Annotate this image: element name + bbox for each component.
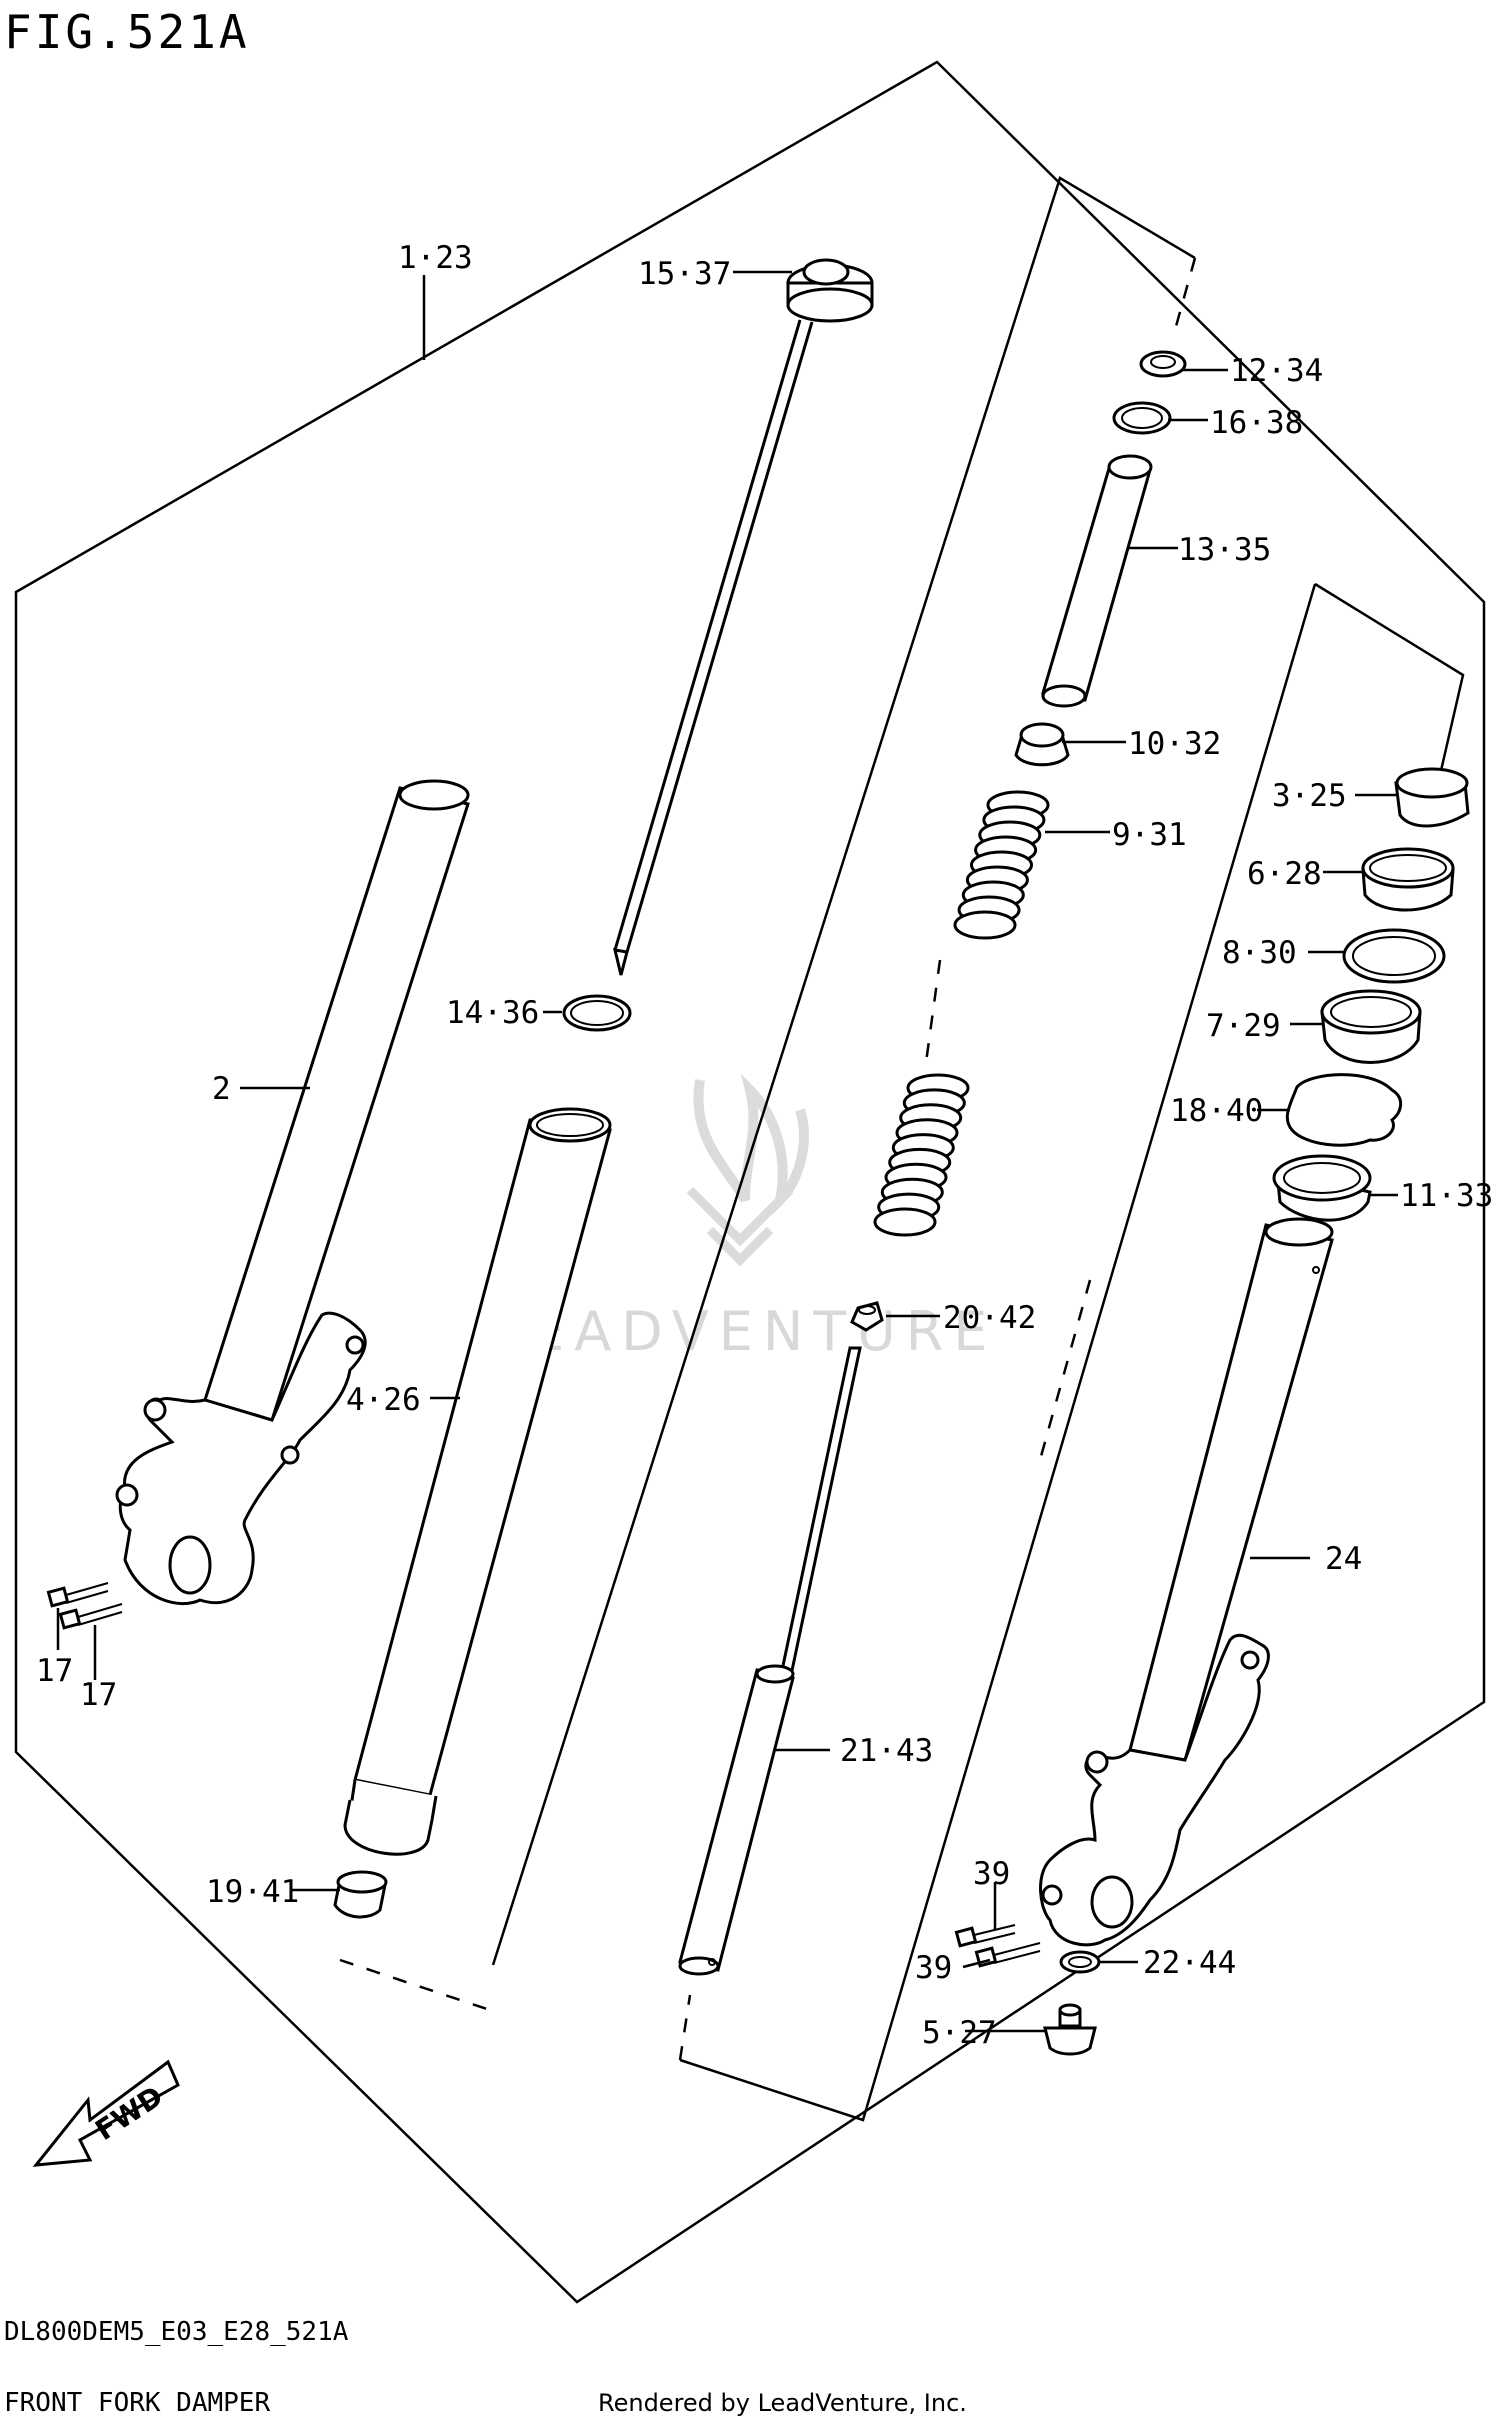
callout-8-30: 8·30	[1222, 935, 1297, 971]
diagram-caption: FRONT FORK DAMPER	[4, 2388, 270, 2418]
leader-lines	[56, 270, 1398, 2033]
callout-15-37: 15·37	[638, 256, 731, 292]
part-3-25-guide-bushing	[1394, 767, 1470, 828]
callout-22-44: 22·44	[1143, 1945, 1236, 1981]
figure-title: FIG.521A	[4, 5, 250, 59]
callout-4-26: 4·26	[346, 1382, 421, 1418]
callout-7-29: 7·29	[1206, 1008, 1281, 1044]
part-4-26-inner-tube	[343, 1107, 612, 1856]
part-2-outer-tube-left	[115, 779, 470, 1606]
render-credit: Rendered by LeadVenture, Inc.	[598, 2389, 967, 2417]
part-10-32-spring-seat	[1014, 722, 1070, 767]
spring-coil	[873, 1207, 937, 1237]
part-11-33-dust-seal	[1272, 1154, 1372, 1222]
callout-24: 24	[1325, 1541, 1362, 1577]
callout-19-41: 19·41	[206, 1874, 299, 1910]
callout-11-33: 11·33	[1400, 1178, 1493, 1214]
callout-labels: 1·23 15·37 12·34 16·38 13·35 10·32 9·31 …	[36, 240, 1493, 2051]
damper-group-boundary	[1314, 582, 1465, 776]
part-24-outer-tube-right	[1039, 1217, 1334, 1947]
callout-14-36: 14·36	[446, 995, 539, 1031]
callout-2: 2	[212, 1071, 231, 1107]
callout-18-40: 18·40	[1170, 1093, 1263, 1129]
callout-17-a: 17	[36, 1653, 73, 1689]
watermark-text: LEADVENTURE	[490, 1300, 997, 1363]
fwd-direction-arrow: FWD	[32, 2059, 180, 2167]
part-fork-cap-bolt	[613, 258, 874, 976]
callout-17-b: 17	[80, 1677, 117, 1713]
spring-coil	[953, 910, 1017, 940]
part-20-42-lock-nut	[850, 1301, 884, 1332]
callout-9-31: 9·31	[1112, 817, 1187, 853]
part-13-35-spacer-tube	[1041, 454, 1153, 708]
damper-group-middle-dashed	[1038, 1279, 1092, 1461]
part-16-38-ring	[1112, 401, 1172, 435]
callout-21-43: 21·43	[840, 1733, 933, 1769]
damper-group-left-edge	[679, 583, 1317, 2122]
part-14-36-o-ring	[562, 994, 632, 1032]
part-9-31-fork-spring	[953, 790, 1050, 940]
part-9-31-fork-spring-lower	[873, 1073, 970, 1237]
inner-tube-group-boundary	[491, 176, 1196, 1966]
part-17-bolt-b	[58, 1603, 123, 1630]
outer-tube-group-bottom-dashed	[339, 1958, 491, 2012]
callout-5-27: 5·27	[922, 2015, 997, 2051]
part-39-bolt-a	[954, 1924, 1016, 1948]
part-7-29-oil-seal	[1320, 989, 1422, 1064]
leadventure-watermark: LEADVENTURE	[490, 1073, 997, 1363]
callout-1-23: 1·23	[398, 240, 473, 276]
part-12-34-washer	[1139, 350, 1187, 378]
part-8-30-washer	[1342, 928, 1446, 984]
spring-break-dashed	[923, 959, 942, 1071]
part-19-41-slide-bushing	[333, 1870, 388, 1919]
part-6-28-slide-bushing	[1361, 847, 1455, 912]
model-code: DL800DEM5_E03_E28_521A	[4, 2317, 349, 2347]
callout-39-a: 39	[973, 1856, 1010, 1892]
callout-12-34: 12·34	[1230, 353, 1323, 389]
assembly-boundary	[14, 60, 1486, 2304]
part-21-43-damper-cartridge	[678, 1346, 862, 1976]
damper-group-bottom-dashed	[678, 1994, 692, 2061]
part-5-27-damper-bolt	[1043, 2003, 1097, 2056]
part-39-bolt-b	[974, 1942, 1041, 1968]
part-22-44-gasket	[1059, 1950, 1101, 1974]
callout-13-35: 13·35	[1178, 532, 1271, 568]
part-18-40-stopper-ring	[1285, 1073, 1403, 1147]
part-17-bolt-a	[46, 1582, 109, 1608]
inner-tube-group-dashed-edge	[1173, 257, 1197, 331]
callout-3-25: 3·25	[1272, 778, 1347, 814]
callout-39-b: 39	[915, 1950, 952, 1986]
callout-10-32: 10·32	[1128, 726, 1221, 762]
callout-16-38: 16·38	[1210, 405, 1303, 441]
callout-6-28: 6·28	[1247, 856, 1322, 892]
callout-20-42: 20·42	[943, 1300, 1036, 1336]
